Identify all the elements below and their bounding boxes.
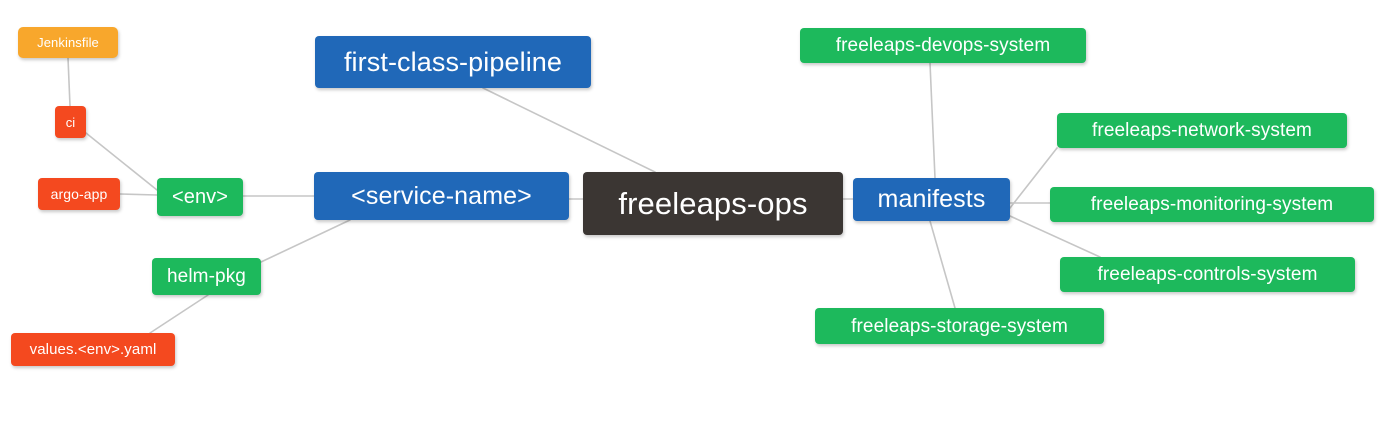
edge-e-manifests-devops <box>929 62 936 179</box>
node-label-freeleaps-storage-system: freeleaps-storage-system <box>851 315 1068 337</box>
node-freeleaps-controls-system[interactable]: freeleaps-controls-system <box>1060 257 1355 292</box>
node-freeleaps-monitoring-system[interactable]: freeleaps-monitoring-system <box>1050 187 1374 222</box>
node-label-values-env-yaml: values.<env>.yaml <box>29 341 157 358</box>
node-freeleaps-ops[interactable]: freeleaps-ops <box>583 172 843 235</box>
node-label-freeleaps-monitoring-system: freeleaps-monitoring-system <box>1090 194 1334 215</box>
edge-e-helmpkg-servicename <box>260 219 351 263</box>
node-first-class-pipeline[interactable]: first-class-pipeline <box>315 36 591 88</box>
node-helm-pkg[interactable]: helm-pkg <box>152 258 261 295</box>
edge-e-jenkinsfile-ci <box>67 57 71 107</box>
node-freeleaps-devops-system[interactable]: freeleaps-devops-system <box>800 28 1086 63</box>
edge-e-values-helmpkg <box>149 294 209 334</box>
node-manifests[interactable]: manifests <box>853 178 1010 221</box>
node-label-argo-app: argo-app <box>50 186 108 202</box>
node-label-ci: ci <box>65 114 76 130</box>
node-jenkinsfile[interactable]: Jenkinsfile <box>18 27 118 58</box>
node-label-helm-pkg: helm-pkg <box>167 266 246 287</box>
node-label-service-name: <service-name> <box>351 181 532 210</box>
edge-e-argoapp-env <box>119 193 158 196</box>
node-label-env: <env> <box>171 186 229 208</box>
node-label-jenkinsfile: Jenkinsfile <box>37 35 99 50</box>
node-values-env-yaml[interactable]: values.<env>.yaml <box>11 333 175 366</box>
node-freeleaps-network-system[interactable]: freeleaps-network-system <box>1057 113 1347 148</box>
node-label-freeleaps-ops: freeleaps-ops <box>618 186 808 221</box>
node-env[interactable]: <env> <box>157 178 243 216</box>
node-ci[interactable]: ci <box>55 106 86 138</box>
edge-e-manifests-controls <box>1009 215 1101 258</box>
node-label-freeleaps-network-system: freeleaps-network-system <box>1092 120 1312 141</box>
node-label-first-class-pipeline: first-class-pipeline <box>343 46 563 77</box>
node-service-name[interactable]: <service-name> <box>314 172 569 220</box>
node-label-freeleaps-controls-system: freeleaps-controls-system <box>1097 264 1318 285</box>
node-freeleaps-storage-system[interactable]: freeleaps-storage-system <box>815 308 1104 344</box>
edge-e-manifests-storage <box>929 220 956 309</box>
node-argo-app[interactable]: argo-app <box>38 178 120 210</box>
node-label-freeleaps-devops-system: freeleaps-devops-system <box>835 35 1051 56</box>
node-label-manifests: manifests <box>877 185 986 213</box>
edge-e-pipeline-ops <box>482 87 656 173</box>
